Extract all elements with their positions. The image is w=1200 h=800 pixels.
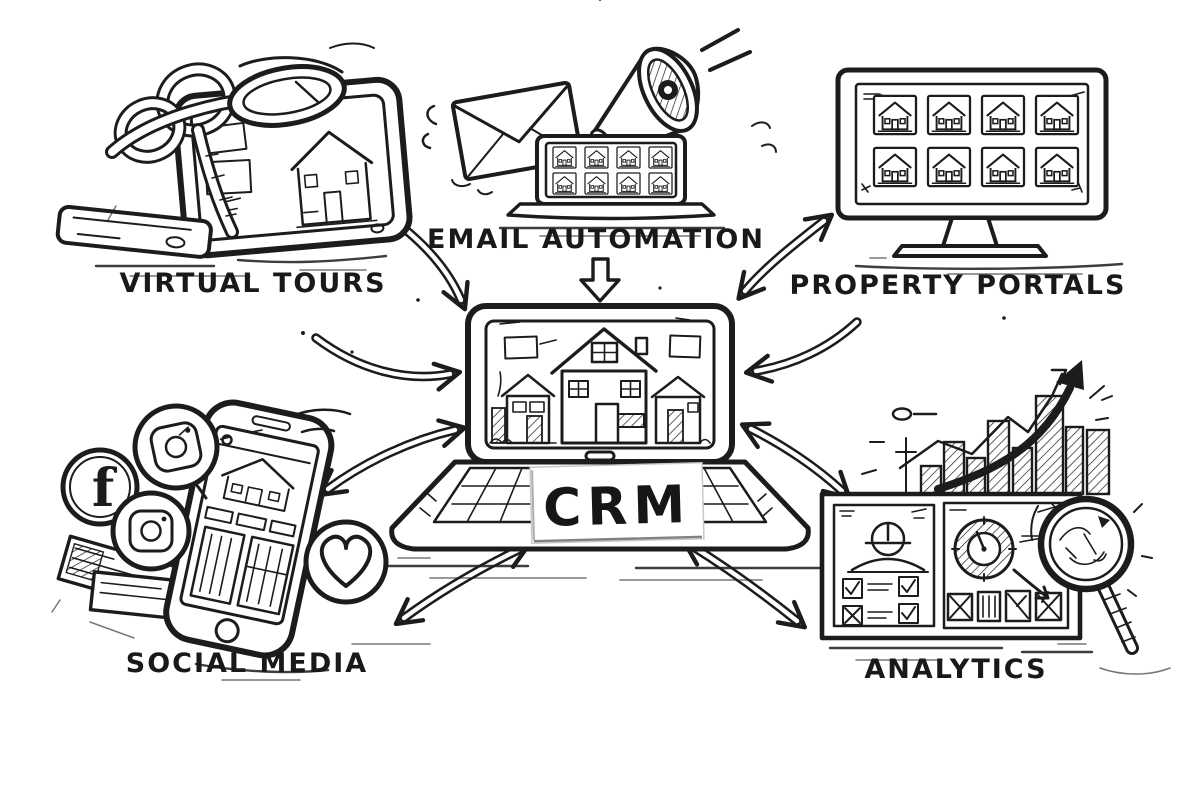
motion-marks [221,408,352,446]
analytics-node: ANALYTICS [819,360,1171,685]
arrow-social-media-crm [317,418,467,498]
analytics-label: ANALYTICS [864,654,1047,685]
svg-text:f: f [92,458,118,519]
arrow-social-media-crm-2 [393,541,532,627]
social-media-node: f SOCIAL MEDIA [51,399,431,681]
email-automation-label: EMAIL AUTOMATION [427,224,765,255]
arrow-property-portals-crm-2 [743,317,862,384]
house-icon [489,327,711,445]
arrow-property-portals-crm [736,212,835,301]
arrow-analytics-crm-2 [681,538,808,630]
property-portals-label: PROPERTY PORTALS [790,270,1127,301]
mini-laptop-icon [498,134,726,237]
virtual-tours-label: VIRTUAL TOURS [119,268,386,299]
arrow-analytics-crm [739,421,852,500]
motion-puffs [421,104,777,196]
gauge-panel [946,503,1063,623]
magnifier-icon [1030,495,1153,655]
desktop-monitor-icon [835,67,1124,275]
phone-accessory-icon [55,204,213,259]
bar-chart-icon [861,360,1113,496]
block-down-arrow [579,257,621,303]
vr-headset-icon [105,0,601,239]
ground-lines [94,205,388,277]
heart-like-icon [303,519,389,605]
crm-label: CRM [542,475,691,539]
arrow-virtual-tours-crm-2 [311,333,463,392]
instagram-icon [132,403,220,491]
ink-specks [301,286,1006,354]
connection-arrows [311,204,862,630]
laptop-icon: CRM [378,303,824,581]
listing-on-phone [189,435,311,616]
email-automation-node: EMAIL AUTOMATION [421,28,777,255]
crm-node: CRM [378,303,824,581]
property-portals-node: PROPERTY PORTALS [790,67,1127,301]
facebook-icon: f [60,447,140,527]
virtual-tours-node: VIRTUAL TOURS [55,0,601,299]
map-scribbles [1059,516,1110,565]
user-profile-panel [839,508,929,626]
instagram-icon-2 [110,490,192,572]
crm-label-card: CRM [529,461,705,544]
social-media-label: SOCIAL MEDIA [126,648,368,679]
dashboard-icon [819,491,1083,641]
